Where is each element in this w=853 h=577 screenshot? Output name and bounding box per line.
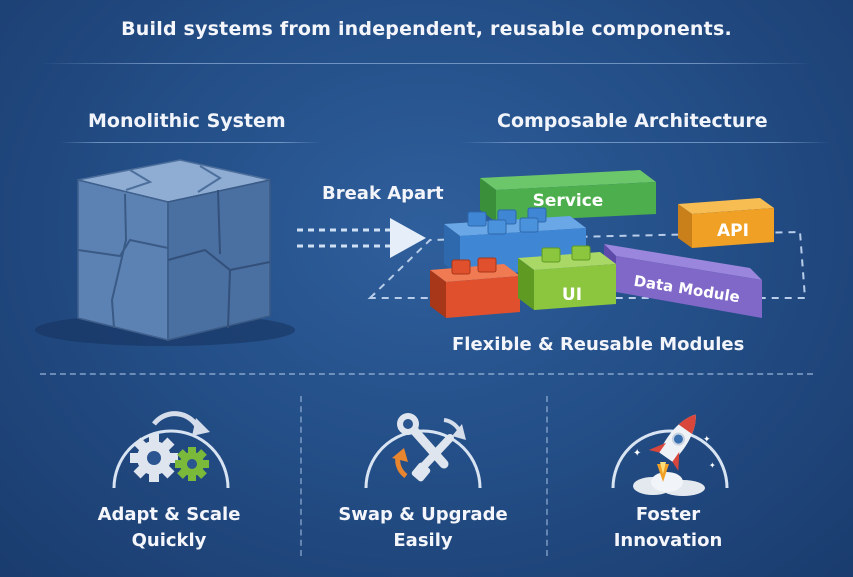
benefit-3-line1: Foster (635, 504, 701, 525)
left-title-divider (60, 142, 320, 143)
top-divider (40, 63, 813, 64)
composable-title: Composable Architecture (497, 110, 768, 132)
right-title-divider (460, 142, 830, 143)
tagline: Build systems from independent, reusable… (121, 18, 732, 40)
red-brick-module (430, 257, 520, 318)
api-label: API (717, 221, 749, 241)
data-module: Data Module (604, 244, 762, 318)
benefit-separator-2 (546, 396, 548, 556)
break-apart-label: Break Apart (322, 183, 444, 204)
benefit-1-line1: Adapt & Scale (97, 504, 241, 525)
benefit-foster-innovation: Foster Innovation (568, 502, 768, 554)
modules-caption: Flexible & Reusable Modules (452, 334, 745, 355)
svg-text:✦: ✦ (709, 461, 716, 470)
benefits-divider (40, 373, 813, 375)
composable-modules-illustration: Service API Data Module (367, 170, 807, 318)
api-module: API (678, 198, 774, 248)
monolithic-cube-illustration (35, 159, 295, 346)
benefit-1-line2: Quickly (131, 530, 207, 551)
service-label: Service (533, 191, 604, 211)
benefit-2-line1: Swap & Upgrade (338, 504, 508, 525)
benefit-2-line2: Easily (393, 530, 453, 551)
svg-text:✦: ✦ (633, 448, 641, 459)
ui-label: UI (562, 285, 582, 305)
benefit-separator-1 (300, 396, 302, 556)
tools-icon (364, 413, 482, 489)
benefit-swap-upgrade: Swap & Upgrade Easily (323, 502, 523, 554)
gears-icon (112, 411, 230, 489)
break-apart-arrow (297, 218, 426, 258)
monolithic-title: Monolithic System (88, 110, 286, 132)
rocket-icon: ✦ ✦ ✦ (611, 414, 729, 496)
benefit-adapt-scale: Adapt & Scale Quickly (69, 502, 269, 554)
benefit-3-line2: Innovation (613, 530, 723, 551)
ui-module: UI (518, 245, 616, 310)
svg-text:✦: ✦ (703, 435, 711, 445)
